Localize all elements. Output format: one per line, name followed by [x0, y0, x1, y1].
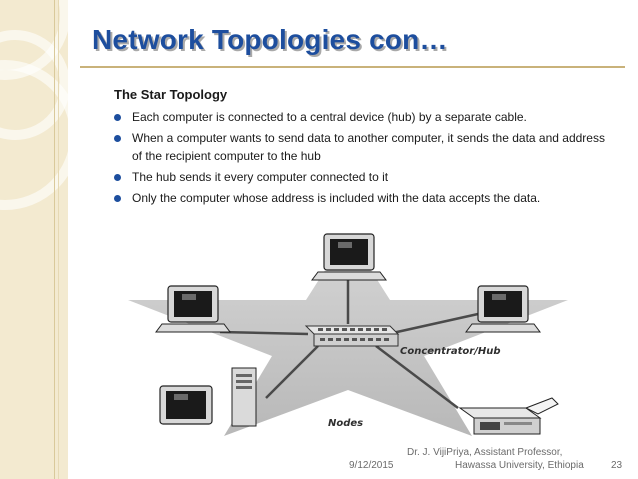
star-topology-diagram: Concentrator/Hub Nodes	[128, 233, 568, 436]
bullet-item: Each computer is connected to a central …	[114, 108, 614, 126]
footer-author: Dr. J. VijiPriya, Assistant Professor,	[407, 447, 563, 458]
section-heading: The Star Topology	[114, 87, 228, 102]
desktop-computer-icon	[159, 367, 257, 427]
bullet-list: Each computer is connected to a central …	[114, 108, 614, 210]
computer-icon	[311, 233, 387, 281]
computer-icon	[155, 285, 231, 333]
cable-bottom-left	[265, 345, 319, 399]
hub-label: Concentrator/Hub	[400, 346, 501, 357]
title-underline	[80, 66, 625, 68]
cable-right	[387, 312, 479, 336]
cable-left	[219, 330, 309, 336]
cables	[219, 280, 479, 409]
footer-date: 9/12/2015	[349, 460, 394, 471]
cable-bottom-right	[375, 345, 459, 409]
slide-title: Network Topologies con…	[92, 24, 448, 55]
bullet-item: The hub sends it every computer connecte…	[114, 168, 614, 186]
footer-page-number: 23	[611, 460, 623, 471]
bullet-text: Only the computer whose address is inclu…	[132, 191, 541, 205]
bullet-text: When a computer wants to send data to an…	[132, 131, 605, 163]
decorative-sidebar	[0, 0, 68, 479]
bullet-item: When a computer wants to send data to an…	[114, 129, 614, 165]
bullet-text: Each computer is connected to a central …	[132, 110, 527, 124]
bullet-item: Only the computer whose address is inclu…	[114, 189, 614, 207]
bullet-text: The hub sends it every computer connecte…	[132, 170, 389, 184]
hub-icon	[304, 325, 400, 347]
printer-icon	[458, 397, 559, 435]
sidebar-rule	[54, 0, 55, 479]
sidebar-rule	[58, 0, 59, 479]
nodes-label: Nodes	[328, 418, 363, 429]
bullet-icon	[114, 174, 121, 181]
bullet-icon	[114, 135, 121, 142]
bullet-icon	[114, 114, 121, 121]
footer-institution: Hawassa University, Ethiopia	[455, 460, 584, 471]
computer-icon	[465, 285, 541, 333]
bullet-icon	[114, 195, 121, 202]
